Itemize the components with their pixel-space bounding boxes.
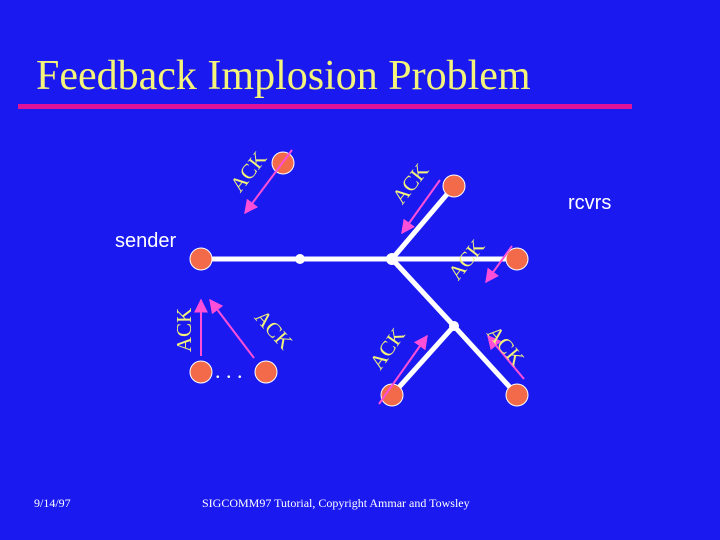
link-router3-receiver-left: [390, 324, 456, 397]
router-node-3: [449, 321, 459, 331]
receiver-node-top: [442, 174, 466, 198]
ack-arrow-bottom-mid: [378, 334, 428, 405]
ack-arrow-bottom-left: [209, 298, 255, 359]
router-node-2: [386, 253, 398, 265]
receiver-node-right: [505, 247, 529, 271]
receivers-label: rcvrs: [568, 192, 612, 214]
router-node-1: [295, 254, 305, 264]
footer-credit: SIGCOMM97 Tutorial, Copyright Ammar and …: [202, 496, 470, 510]
ack-arrow-top-left: [244, 149, 293, 215]
ack-label-bottom-left: ACK: [250, 305, 298, 354]
ack-label-bottom-mid: ACK: [365, 324, 410, 374]
ack-label-top: ACK: [387, 159, 433, 209]
ack-arrow-right: [485, 245, 513, 284]
receiver-node-bottom-right: [505, 383, 529, 407]
receiver-node-bottom-left: [254, 360, 278, 384]
ack-arrows: [194, 149, 525, 405]
receiver-node-bottom-far-left: [189, 360, 213, 384]
more-receivers-ellipsis: . . .: [215, 358, 243, 383]
ack-label-top-left: ACK: [225, 147, 271, 197]
ack-arrow-top: [401, 179, 441, 235]
ack-arrow-bottom-right: [487, 334, 525, 380]
title-underline: [18, 104, 632, 109]
link-router2-receiver-top: [390, 184, 456, 261]
footer-date: 9/14/97: [34, 496, 71, 510]
tree-links: [201, 184, 519, 397]
slide-title: Feedback Implosion Problem: [36, 53, 531, 99]
ack-label-bottom-far-left: ACK: [172, 308, 196, 352]
sender-label: sender: [115, 230, 177, 252]
link-router2-router3: [390, 257, 456, 328]
link-router3-receiver-right: [452, 324, 519, 397]
sender-node: [189, 247, 213, 271]
